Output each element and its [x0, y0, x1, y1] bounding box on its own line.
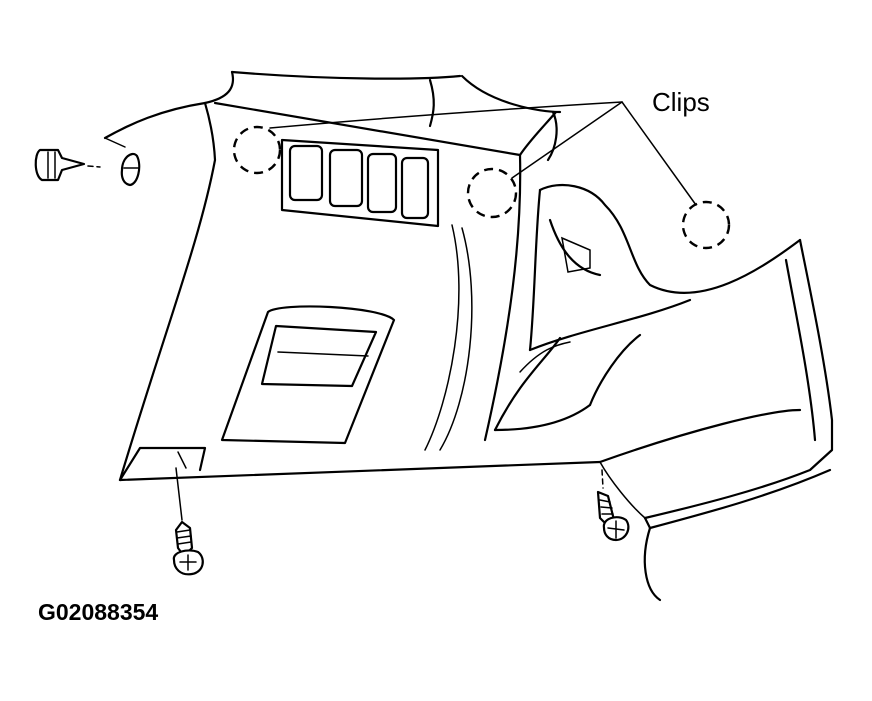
steering-column-area [493, 183, 802, 432]
storage-pocket [220, 305, 396, 445]
callout-label-clips: Clips [652, 87, 710, 117]
screw-bottom-right [596, 469, 630, 542]
dashboard-outline [103, 70, 562, 162]
lower-dash-panel [118, 101, 602, 482]
switch-bank [280, 138, 440, 228]
right-side-trim [598, 238, 834, 602]
clip-leader-lines [269, 101, 697, 206]
switch-4 [400, 156, 430, 220]
clip-location-2 [466, 167, 518, 219]
switch-1 [288, 144, 324, 202]
clip-location-1 [232, 125, 282, 175]
figure-code: G02088354 [38, 599, 158, 625]
clip-location-3 [681, 200, 731, 250]
switch-3 [366, 152, 398, 214]
push-clip-fastener [34, 148, 141, 187]
screw-bottom-left [172, 467, 204, 576]
switch-2 [328, 148, 364, 208]
